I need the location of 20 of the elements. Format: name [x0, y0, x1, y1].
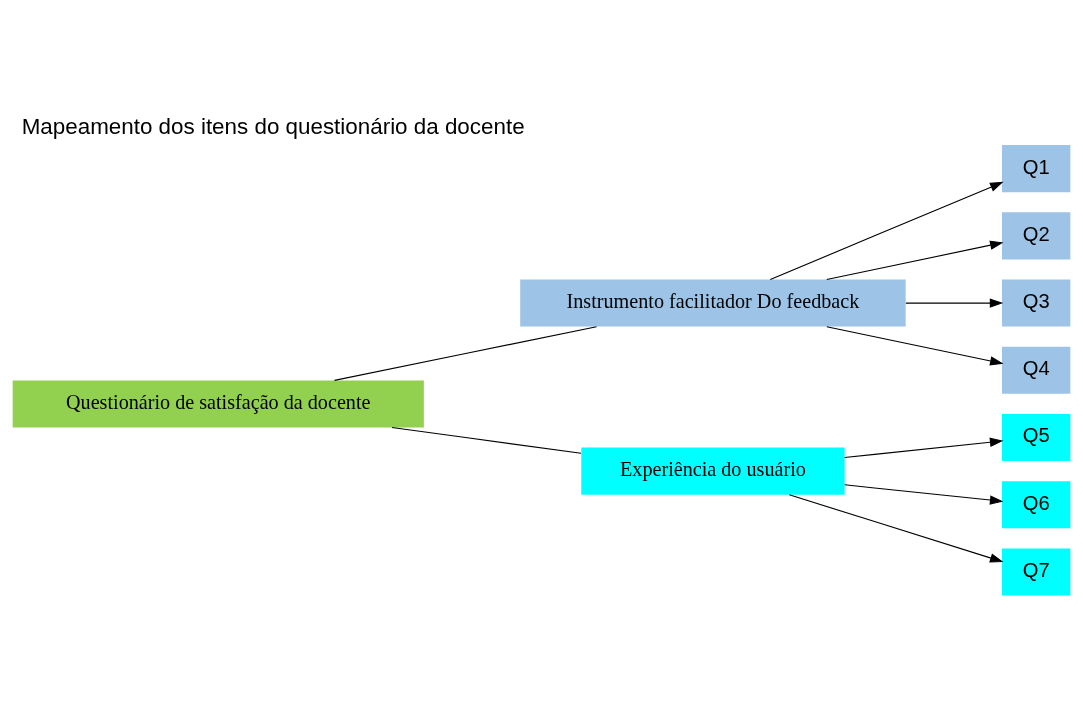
node-box: Instrumento facilitador Do feedback: [520, 279, 906, 327]
arrow: [769, 181, 1004, 280]
node-box: Q4: [1002, 346, 1071, 394]
node-box: Q6: [1002, 480, 1071, 528]
arrow: [826, 240, 1004, 280]
node-box: Q3: [1002, 279, 1071, 327]
connector: [333, 325, 598, 381]
arrow: [788, 493, 1004, 562]
arrow: [905, 297, 1004, 308]
node-box: Q7: [1002, 547, 1071, 595]
arrow: [844, 483, 1004, 505]
arrow: [826, 325, 1004, 366]
connector: [391, 426, 582, 454]
arrow: [844, 437, 1004, 458]
node-box: Q5: [1002, 413, 1071, 461]
node-box: Q2: [1002, 211, 1071, 259]
node-box: Q1: [1002, 144, 1071, 192]
node-box: Questionário de satisfação da docente: [12, 379, 424, 427]
diagram-title: Mapeamento dos itens do questionário da docente: [21, 113, 525, 139]
node-box: Experiência do usuário: [581, 447, 845, 495]
